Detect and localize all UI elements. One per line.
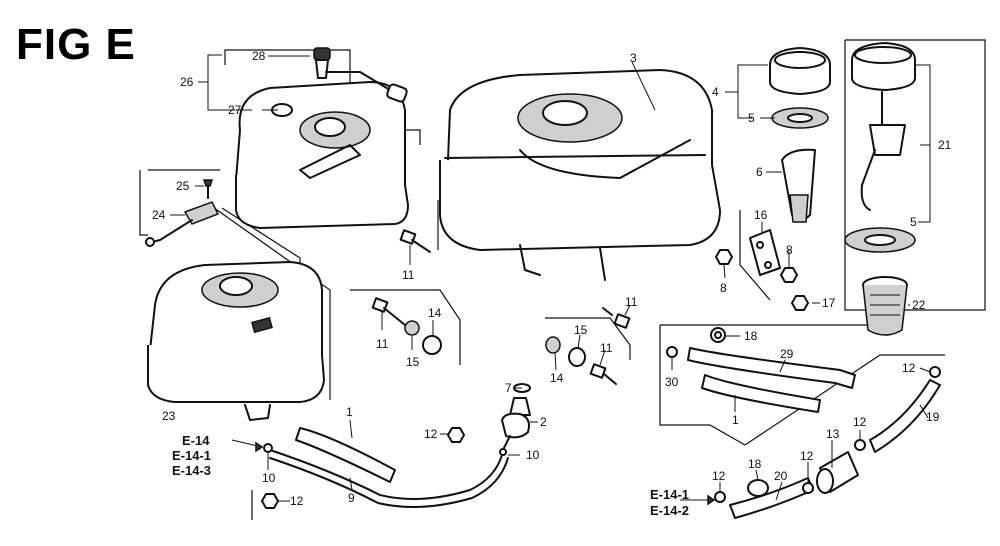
callout-19: 19	[926, 410, 940, 424]
callout-7: 7	[505, 381, 512, 395]
callout-3: 3	[630, 51, 637, 65]
callout-25: 25	[176, 179, 190, 193]
seal-5-lower-hole	[864, 234, 896, 246]
callout-12-filter-left: 12	[800, 449, 814, 463]
callout-17: 17	[822, 296, 836, 310]
callout-14-right: 14	[550, 371, 564, 385]
fuel-hose-1-29	[666, 327, 856, 413]
ref-e-14-3: E-14-3	[172, 463, 211, 478]
callout-20: 20	[774, 469, 788, 483]
nut-12	[447, 427, 465, 443]
callout-28: 28	[252, 49, 266, 63]
fuel-filter-13	[714, 366, 941, 519]
bolt-11-mid	[371, 297, 406, 326]
plate-16	[749, 229, 809, 311]
cushion-14-15-mid	[404, 320, 442, 355]
callout-12-top-right: 12	[902, 361, 916, 375]
callout-1-right: 1	[732, 413, 739, 427]
callout-8-right: 8	[786, 243, 793, 257]
callout-10-left: 10	[262, 471, 276, 485]
nut-8	[715, 249, 733, 265]
callout-26: 26	[180, 75, 194, 89]
callout-labels: 28 26 27 3 4 5 6 21 5 16 8 8 17 22 25 24…	[152, 49, 952, 508]
strainer-22	[862, 276, 908, 336]
callout-9: 9	[348, 491, 355, 505]
callout-15-right: 15	[574, 323, 588, 337]
fuel-tank-3	[439, 69, 721, 281]
callout-5-upper: 5	[748, 111, 755, 125]
callout-12-mid: 12	[424, 427, 438, 441]
callout-21: 21	[938, 138, 952, 152]
callout-11-upper: 11	[402, 268, 415, 282]
ref-e-14-1-left: E-14-1	[172, 448, 211, 463]
callout-13: 13	[826, 427, 840, 441]
seal-5-upper-hole	[787, 113, 813, 123]
callout-4: 4	[712, 85, 719, 99]
callout-18-lower: 18	[748, 457, 762, 471]
ref-e-14-1-right: E-14-1	[650, 487, 689, 502]
group-frames	[139, 39, 986, 520]
callout-16: 16	[754, 208, 768, 222]
callout-14-mid: 14	[428, 306, 442, 320]
callout-22: 22	[912, 298, 926, 312]
callout-1-left: 1	[346, 405, 353, 419]
cross-references-left: E-14 E-14-1 E-14-3	[172, 433, 211, 478]
callout-6: 6	[756, 165, 763, 179]
callout-30: 30	[665, 375, 679, 389]
callout-10-right: 10	[526, 448, 540, 462]
callout-8-left: 8	[720, 281, 727, 295]
callout-11-lower: 11	[600, 341, 613, 355]
callout-12-bottom-right: 12	[712, 469, 726, 483]
figure-title: FIG E	[16, 20, 136, 69]
callout-29: 29	[780, 347, 794, 361]
callout-12-bottom-left: 12	[290, 494, 304, 508]
cushion-14-15-right	[545, 336, 586, 367]
fuel-cap-28	[313, 47, 408, 103]
bolt-11-upper	[399, 229, 431, 253]
callout-18-upper: 18	[744, 329, 758, 343]
fuel-tank-26	[235, 81, 409, 229]
bolt-11-right	[589, 307, 631, 385]
cap-4	[769, 47, 831, 95]
cap-21	[851, 42, 916, 211]
ref-e-14-2: E-14-2	[650, 503, 689, 518]
callout-11-right: 11	[625, 295, 638, 309]
callout-12-filter-right: 12	[853, 415, 867, 429]
bracket-24	[145, 179, 220, 247]
fuel-tank-23	[147, 261, 325, 421]
fuel-hose-1-9	[261, 427, 509, 509]
cross-references-right: E-14-1 E-14-2	[650, 487, 689, 518]
callout-27: 27	[228, 103, 242, 117]
callout-23: 23	[162, 409, 176, 423]
fuel-cock-2	[499, 383, 531, 456]
leader-lines	[170, 54, 931, 506]
ref-e-14: E-14	[182, 433, 210, 448]
callout-24: 24	[152, 208, 166, 222]
strainer-6	[781, 148, 816, 223]
callout-15-mid: 15	[406, 355, 420, 369]
callout-2: 2	[540, 415, 547, 429]
callout-11-mid: 11	[376, 337, 389, 351]
callout-5-lower: 5	[910, 215, 917, 229]
